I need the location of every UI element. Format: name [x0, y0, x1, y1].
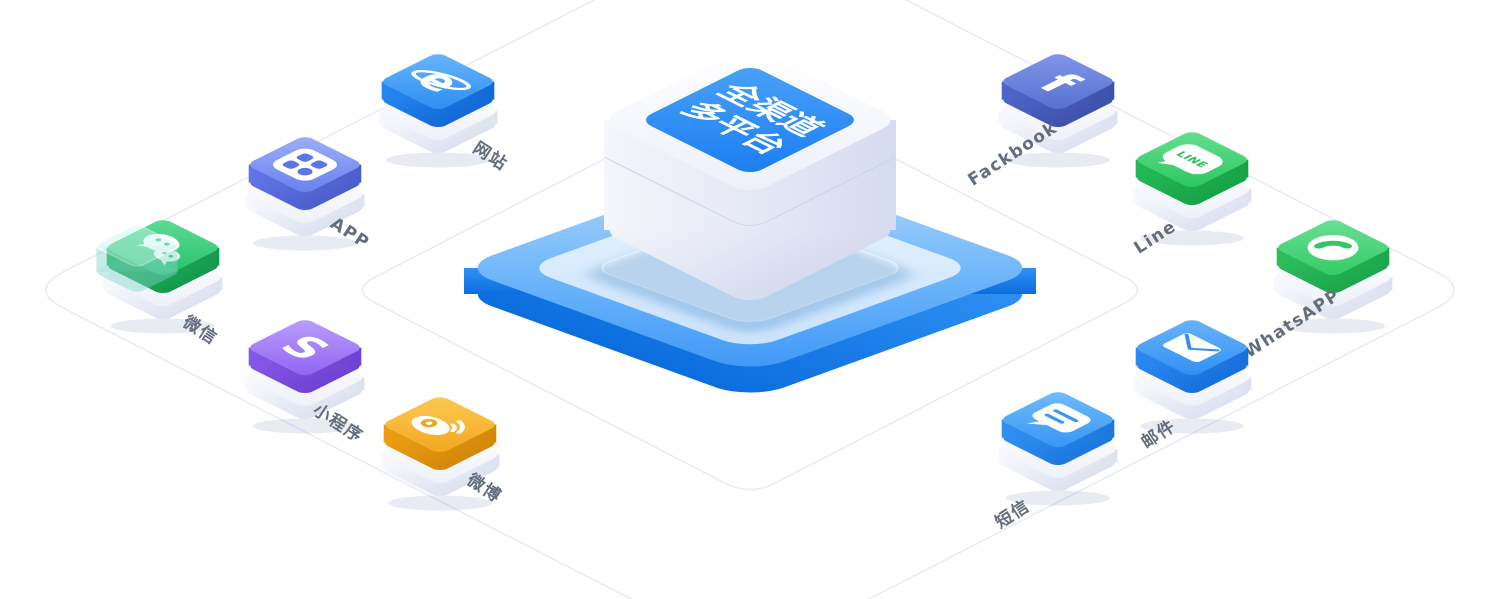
- channel-cube-app: [235, 127, 375, 277]
- channel-cube-weibo: [370, 387, 510, 537]
- sms-icon: [1026, 403, 1091, 433]
- channel-cube-facebook: f: [988, 44, 1128, 194]
- channel-cube-line: LINE: [1122, 122, 1262, 272]
- channel-cube-mail: [1122, 310, 1262, 460]
- wechat-icon: [136, 233, 180, 266]
- channel-cube-wechat: [93, 210, 233, 360]
- channel-cube-whatsapp: [1263, 210, 1403, 360]
- connector-diamond-outer: [45, 0, 1455, 599]
- line-icon: LINE: [1157, 144, 1223, 175]
- glass-cube-overlay: [95, 225, 179, 292]
- channel-cube-miniprogram: S: [235, 310, 375, 460]
- central-platform: 全渠道 多平台: [464, 49, 1036, 393]
- channel-cube-website: e: [368, 44, 508, 194]
- whatsapp-icon: [1307, 234, 1359, 261]
- app-grid-icon: [273, 148, 337, 181]
- platform-title-panel: [646, 68, 854, 172]
- mail-icon: [1163, 333, 1221, 363]
- channel-cube-sms: [988, 382, 1128, 532]
- weibo-icon: [411, 415, 465, 435]
- platform-box: 全渠道 多平台: [603, 49, 897, 301]
